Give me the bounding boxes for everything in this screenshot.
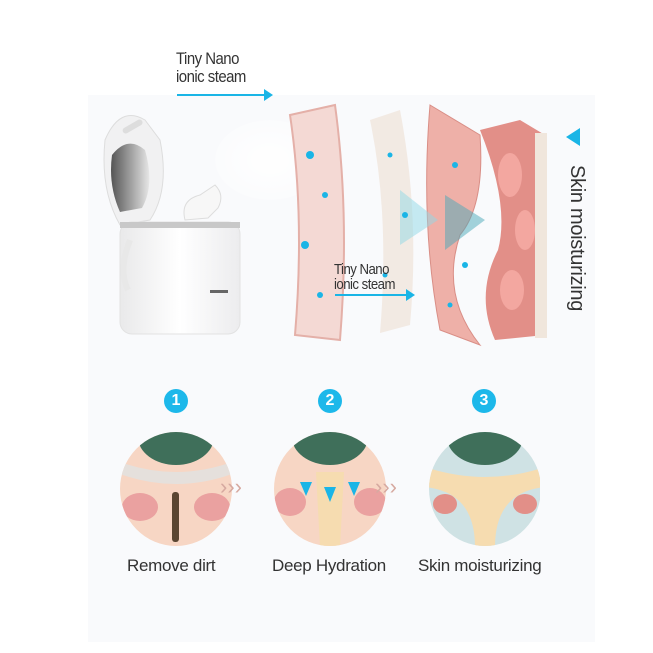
facial-steamer-image xyxy=(103,115,241,335)
step-number-1: 1 xyxy=(164,389,188,413)
label-line: ionic steam xyxy=(334,276,395,293)
arrow-right-icon xyxy=(335,289,415,301)
svg-text:›››: ››› xyxy=(375,474,397,499)
label-line: Tiny Nano xyxy=(334,261,389,278)
steam-label-top: Tiny Nano ionic steam xyxy=(176,50,246,86)
step-caption-1: Remove dirt xyxy=(127,556,216,575)
step-caption-3: Skin moisturizing xyxy=(418,556,542,575)
label-line: Tiny Nano xyxy=(176,49,239,68)
triangle-left-icon xyxy=(566,128,580,146)
label-line: ionic steam xyxy=(176,67,246,86)
step3-diagram xyxy=(429,432,540,546)
brand-logo xyxy=(210,290,228,293)
steam-label-mid: Tiny Nano ionic steam xyxy=(334,262,395,292)
step-diagrams: ››› ››› xyxy=(120,432,540,546)
step2-diagram xyxy=(274,432,386,546)
arrow-right-icon xyxy=(177,89,273,101)
svg-text:›››: ››› xyxy=(220,474,242,499)
step-caption-2: Deep Hydration xyxy=(272,556,386,575)
step-number-2: 2 xyxy=(318,389,342,413)
skin-layers-diagram xyxy=(288,103,547,347)
skin-moisturizing-vertical-label: Skin moisturizing xyxy=(566,165,588,312)
step-number-3: 3 xyxy=(472,389,496,413)
step1-diagram xyxy=(120,432,232,546)
